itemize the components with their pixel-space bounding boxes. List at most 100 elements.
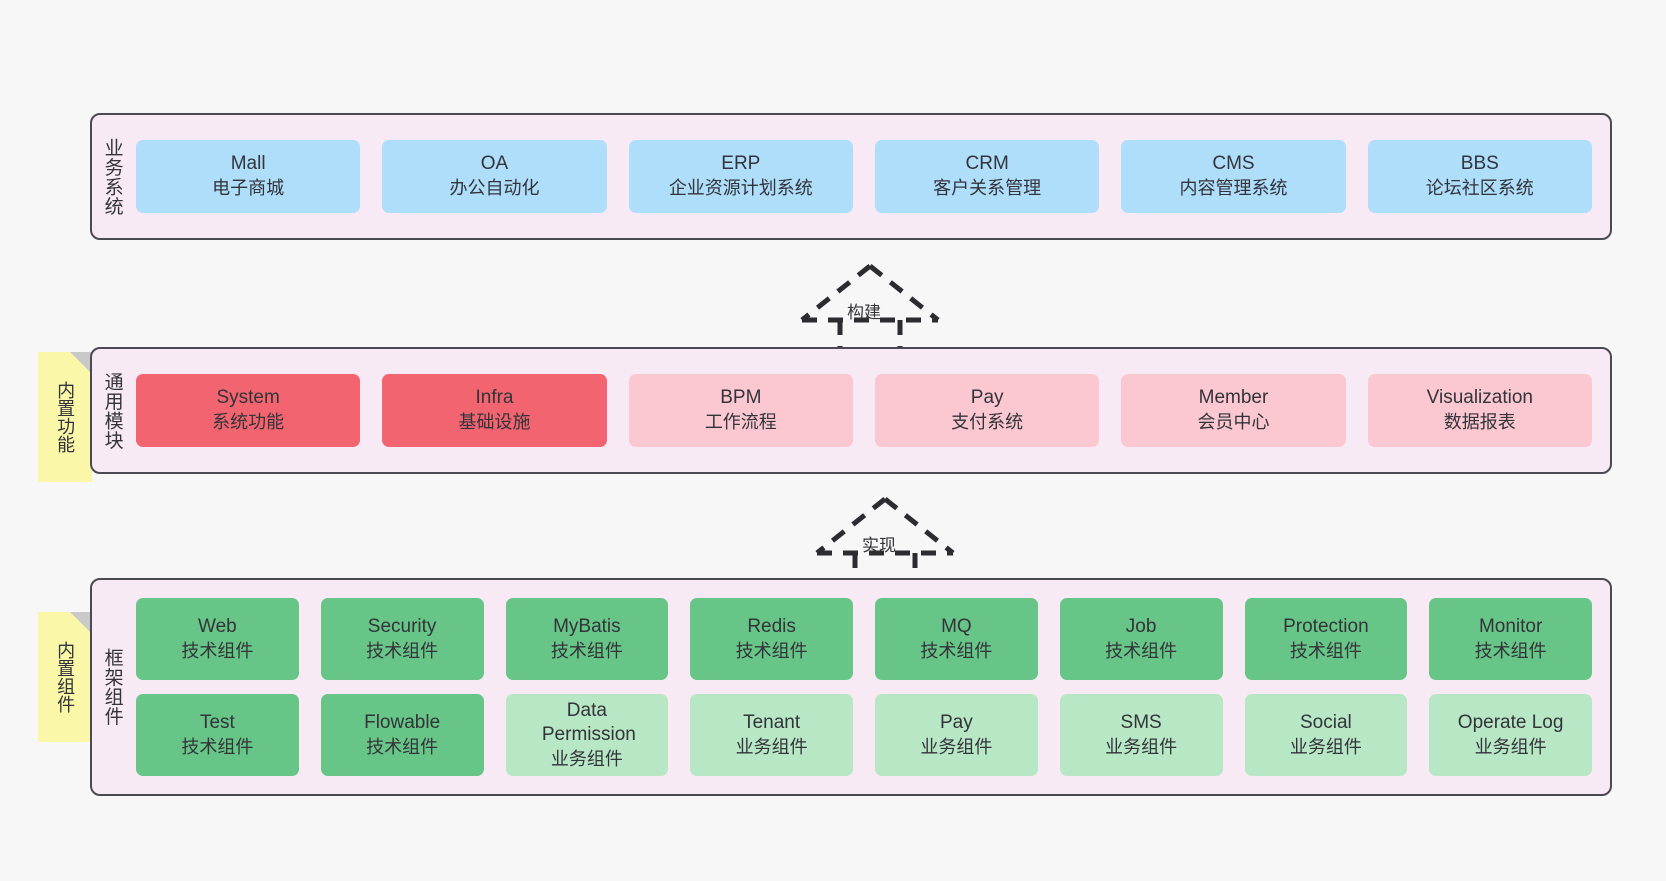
node-bpm[interactable]: BPM 工作流程 <box>628 374 853 447</box>
node-title: Mall <box>230 153 266 175</box>
node-title: ERP <box>721 153 761 175</box>
node-title: SMS <box>1120 711 1162 733</box>
node-visualization[interactable]: Visualization 数据报表 <box>1367 374 1592 447</box>
node-bbs[interactable]: BBS 论坛社区系统 <box>1367 140 1592 213</box>
layer-body-framework-components: Web 技术组件 Security 技术组件 MyBatis 技术组件 Redi… <box>132 580 1610 794</box>
node-member[interactable]: Member 会员中心 <box>1121 374 1346 447</box>
node-mq[interactable]: MQ 技术组件 <box>875 598 1038 680</box>
node-title: CRM <box>965 153 1009 175</box>
sticky-note-text: 内置功能 <box>55 381 76 453</box>
node-title: MyBatis <box>553 615 621 637</box>
node-pay[interactable]: Pay 支付系统 <box>874 374 1100 447</box>
node-subtitle: 基础设施 <box>458 412 531 433</box>
layer-body-common-modules: System 系统功能 Infra 基础设施 BPM 工作流程 Pay 支付系统… <box>132 349 1610 472</box>
node-test[interactable]: Test 技术组件 <box>136 694 299 776</box>
node-data-permission[interactable]: Data Permission 业务组件 <box>505 694 669 776</box>
layer-title-common-modules: 通用模块 <box>101 371 123 450</box>
node-title: CMS <box>1212 153 1255 175</box>
node-system[interactable]: System 系统功能 <box>136 374 361 447</box>
node-redis[interactable]: Redis 技术组件 <box>690 598 853 680</box>
arrow-build-label: 构建 <box>847 303 881 322</box>
node-social[interactable]: Social 业务组件 <box>1244 694 1408 776</box>
sticky-note-builtin-components: 内置组件 <box>38 612 92 742</box>
node-subtitle: 业务组件 <box>920 736 993 757</box>
node-title: Social <box>1300 711 1352 733</box>
sticky-note-builtin-features: 内置功能 <box>38 352 92 482</box>
node-subtitle: 论坛社区系统 <box>1425 178 1534 199</box>
node-title: Monitor <box>1478 615 1543 637</box>
node-pay-component[interactable]: Pay 业务组件 <box>875 694 1038 776</box>
layer-body-business-systems: Mall 电子商城 OA 办公自动化 ERP 企业资源计划系统 CRM 客户关系… <box>132 115 1610 238</box>
node-subtitle: 技术组件 <box>550 640 623 661</box>
node-title: Test <box>199 711 235 733</box>
node-sms[interactable]: SMS 业务组件 <box>1059 694 1223 776</box>
node-title: Protection <box>1283 615 1369 637</box>
node-subtitle: 技术组件 <box>181 640 254 661</box>
node-subtitle: 技术组件 <box>366 640 439 661</box>
layer-title-business-systems: 业务系统 <box>101 137 123 216</box>
node-subtitle: 系统功能 <box>212 412 285 433</box>
node-subtitle: 客户关系管理 <box>933 178 1042 199</box>
node-infra[interactable]: Infra 基础设施 <box>382 374 607 447</box>
node-title: Tenant <box>743 711 801 733</box>
arrow-implement: 实现 <box>810 495 960 583</box>
layer-title-framework-components: 框架组件 <box>101 648 123 726</box>
node-subtitle: 内容管理系统 <box>1179 178 1288 199</box>
node-monitor[interactable]: Monitor 技术组件 <box>1429 598 1592 680</box>
node-erp[interactable]: ERP 企业资源计划系统 <box>628 140 853 213</box>
layer-row: Test 技术组件 Flowable 技术组件 Data Permission … <box>136 694 1592 776</box>
node-title: Pay <box>940 711 973 733</box>
node-job[interactable]: Job 技术组件 <box>1059 598 1223 680</box>
node-subtitle: 支付系统 <box>951 412 1024 433</box>
node-subtitle: 技术组件 <box>920 640 993 661</box>
node-security[interactable]: Security 技术组件 <box>320 598 484 680</box>
node-title: BPM <box>720 387 762 409</box>
node-title: Job <box>1125 615 1157 637</box>
node-title: BBS <box>1460 153 1499 175</box>
node-tenant[interactable]: Tenant 业务组件 <box>690 694 853 776</box>
node-title: Flowable <box>364 711 441 733</box>
node-subtitle: 技术组件 <box>366 736 439 757</box>
node-subtitle: 技术组件 <box>181 736 254 757</box>
node-title: Infra <box>475 387 514 409</box>
node-subtitle: 技术组件 <box>1289 640 1362 661</box>
layer-row: Web 技术组件 Security 技术组件 MyBatis 技术组件 Redi… <box>136 598 1592 680</box>
node-subtitle: 办公自动化 <box>449 178 540 199</box>
node-crm[interactable]: CRM 客户关系管理 <box>874 140 1100 213</box>
node-subtitle: 数据报表 <box>1443 412 1516 433</box>
node-subtitle: 技术组件 <box>1105 640 1178 661</box>
layer-business-systems: 业务系统 Mall 电子商城 OA 办公自动化 ERP 企业资源计划系统 CRM… <box>90 113 1612 240</box>
node-subtitle: 业务组件 <box>550 748 623 769</box>
node-protection[interactable]: Protection 技术组件 <box>1244 598 1408 680</box>
layer-common-modules: 通用模块 System 系统功能 Infra 基础设施 BPM 工作流程 Pay… <box>90 347 1612 474</box>
node-title: Data Permission <box>541 699 636 746</box>
node-title: Operate Log <box>1457 711 1564 733</box>
node-title: MQ <box>941 615 972 637</box>
node-subtitle: 业务组件 <box>1474 736 1547 757</box>
layer-framework-components: 框架组件 Web 技术组件 Security 技术组件 MyBatis 技术组件… <box>90 578 1612 796</box>
node-title: Redis <box>747 615 796 637</box>
node-title: Member <box>1198 387 1269 409</box>
node-subtitle: 工作流程 <box>704 412 777 433</box>
layer-row: System 系统功能 Infra 基础设施 BPM 工作流程 Pay 支付系统… <box>136 374 1592 447</box>
node-oa[interactable]: OA 办公自动化 <box>382 140 607 213</box>
node-title: Web <box>198 615 237 637</box>
node-subtitle: 技术组件 <box>735 640 808 661</box>
node-web[interactable]: Web 技术组件 <box>136 598 299 680</box>
sticky-note-text: 内置组件 <box>55 641 76 713</box>
node-subtitle: 会员中心 <box>1197 412 1270 433</box>
node-subtitle: 业务组件 <box>1105 736 1178 757</box>
node-subtitle: 技术组件 <box>1474 640 1547 661</box>
layer-row: Mall 电子商城 OA 办公自动化 ERP 企业资源计划系统 CRM 客户关系… <box>136 140 1592 213</box>
node-subtitle: 业务组件 <box>735 736 808 757</box>
node-subtitle: 企业资源计划系统 <box>668 178 813 199</box>
node-cms[interactable]: CMS 内容管理系统 <box>1121 140 1346 213</box>
node-flowable[interactable]: Flowable 技术组件 <box>320 694 484 776</box>
node-mybatis[interactable]: MyBatis 技术组件 <box>505 598 669 680</box>
arrow-build: 构建 <box>795 262 945 350</box>
node-mall[interactable]: Mall 电子商城 <box>136 140 361 213</box>
node-operate-log[interactable]: Operate Log 业务组件 <box>1429 694 1592 776</box>
arrow-implement-label: 实现 <box>862 536 896 555</box>
node-title: System <box>216 387 280 409</box>
